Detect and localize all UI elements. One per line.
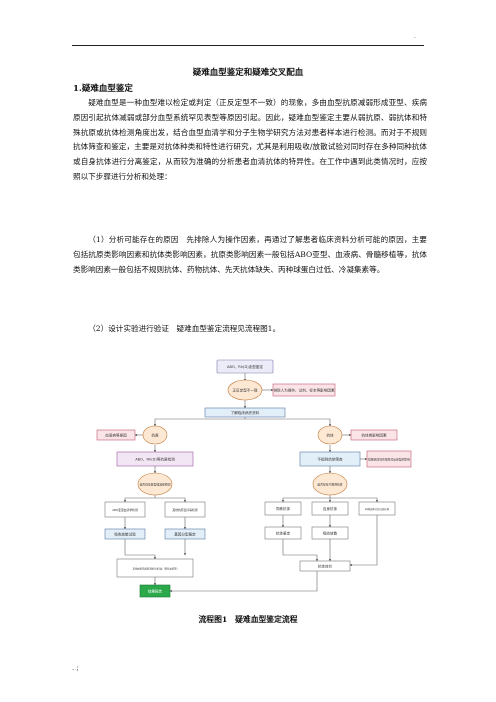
flowchart-node-titer: 抗体效价 <box>299 560 351 572</box>
svg-text:吸收放散: 吸收放散 <box>323 531 338 536</box>
flowchart-node-abo-subtype: ABO亚型血清学检测 <box>104 501 146 518</box>
flowchart-connectors <box>123 373 379 593</box>
svg-text:同种抗体: 同种抗体 <box>276 506 291 511</box>
svg-text:正反定型不一致: 正反定型不一致 <box>232 388 258 393</box>
paragraph-3: （2）设计实验进行验证 疑难血型鉴定流程见流程图1。 <box>88 324 281 333</box>
svg-text:ABO、Rh(D)等抗原检测: ABO、Rh(D)等抗原检测 <box>135 457 175 462</box>
svg-text:ABO亚型血清学检测: ABO亚型血清学检测 <box>112 508 138 512</box>
svg-text:血液病等原因: 血液病等原因 <box>105 433 127 438</box>
paragraph-1: 疑难血型是一种血型难以检定或判定（正反定型不一致）的现象，多由血型抗原减弱形成亚… <box>73 98 427 181</box>
flowchart-left-note: 血液病等原因 <box>96 429 136 441</box>
flowchart-node-genotyping: 基因分型鉴定 <box>164 528 206 540</box>
svg-text:是否存在亚型或其他原因: 是否存在亚型或其他原因 <box>140 483 171 487</box>
flowchart-right-side-note: 排除抗体筛查阳性对反定型的影响 <box>366 450 412 468</box>
svg-text:抗体鉴定: 抗体鉴定 <box>276 531 291 536</box>
header-rule <box>72 45 424 46</box>
svg-text:基因分型鉴定: 基因分型鉴定 <box>174 532 196 537</box>
flowchart-right-decision-2: 是否存在不规则抗体 <box>312 472 348 496</box>
page-title: 疑难血型鉴定和疑难交叉配血 <box>192 68 304 78</box>
header-corner-mark: . <box>414 33 416 40</box>
svg-text:结果报告: 结果报告 <box>148 589 163 594</box>
svg-text:ABO、Rh(D)血型鉴定: ABO、Rh(D)血型鉴定 <box>227 364 263 369</box>
svg-text:是否存在不规则抗体: 是否存在不规则抗体 <box>317 483 342 487</box>
flowchart-node-adsorption-elution: 吸收放散 <box>311 526 349 540</box>
flowchart-node-adsorption: 吸收放散试验 <box>104 528 146 540</box>
svg-text:抗体: 抗体 <box>326 433 334 438</box>
svg-text:吸收放散试验: 吸收放散试验 <box>114 532 136 537</box>
paragraph-2: （1）分析可能存在的原因 先排除人为操作因素，再通过了解患者临床资料分析可能的原… <box>73 235 427 274</box>
figure-caption: 流程图1 疑难血型鉴定流程 <box>198 615 298 624</box>
flowchart-node-mixed-antibody: 同种抗体合并自身抗体 <box>358 501 396 516</box>
svg-text:排除人为操作、试剂、标本等影响因素: 排除人为操作、试剂、标本等影响因素 <box>273 388 334 393</box>
flowchart-side-exclude: 排除人为操作、试剂、标本等影响因素 <box>272 383 336 397</box>
svg-text:自身抗体: 自身抗体 <box>323 506 338 511</box>
svg-text:抗体效价: 抗体效价 <box>318 564 333 569</box>
svg-text:了解临床病史资料: 了解临床病史资料 <box>231 410 260 415</box>
flowchart-left-step: ABO、Rh(D)等抗原检测 <box>116 451 194 467</box>
flowchart-node-antibody-id: 抗体鉴定 <box>264 526 302 540</box>
flowchart-right-note: 抗体类影响因素 <box>350 429 398 441</box>
flowchart-right-decision: 抗体 <box>317 425 343 445</box>
flowchart-end-node: 结果报告 <box>139 584 171 598</box>
svg-text:不规则抗体筛查: 不规则抗体筛查 <box>317 457 343 462</box>
flowchart-right-step: 不规则抗体筛查 <box>299 451 361 467</box>
flowchart-figure: ABO、Rh(D)血型鉴定 正反定型不一致 排除人为操作、试剂、标本等影响因素 … <box>95 355 413 610</box>
section-heading: 1.疑难血型鉴定 <box>73 84 133 94</box>
flowchart-left-decision: 抗原 <box>142 425 168 445</box>
flowchart-node-antigen-variant: 其他抗原变异等检测 <box>164 501 206 518</box>
flowchart-left-decision-2: 是否存在亚型或其他原因 <box>137 472 173 496</box>
flowchart-node-alloantibody: 同种抗体 <box>264 501 302 516</box>
svg-text:同种抗体合并自身抗体: 同种抗体合并自身抗体 <box>365 507 390 511</box>
flowchart-node-merge: 其他血型系统检测和分析(如：稀有血型等) <box>116 558 194 578</box>
flowchart-node-autoantibody: 自身抗体 <box>311 501 349 516</box>
flowchart-step-history: 了解临床病史资料 <box>204 407 286 418</box>
flowchart-decision-mismatch: 正反定型不一致 <box>227 379 263 401</box>
svg-text:抗原: 抗原 <box>151 433 159 438</box>
footer-mark: . ; <box>72 664 79 672</box>
flowchart-start-node: ABO、Rh(D)血型鉴定 <box>216 359 274 374</box>
svg-text:其他血型系统检测和分析(如：稀有血型等): 其他血型系统检测和分析(如：稀有血型等) <box>133 567 178 571</box>
svg-text:抗体类影响因素: 抗体类影响因素 <box>361 433 387 438</box>
svg-text:排除抗体筛查阳性对反定型的影响: 排除抗体筛查阳性对反定型的影响 <box>368 458 410 462</box>
svg-text:其他抗原变异等检测: 其他抗原变异等检测 <box>172 508 197 512</box>
